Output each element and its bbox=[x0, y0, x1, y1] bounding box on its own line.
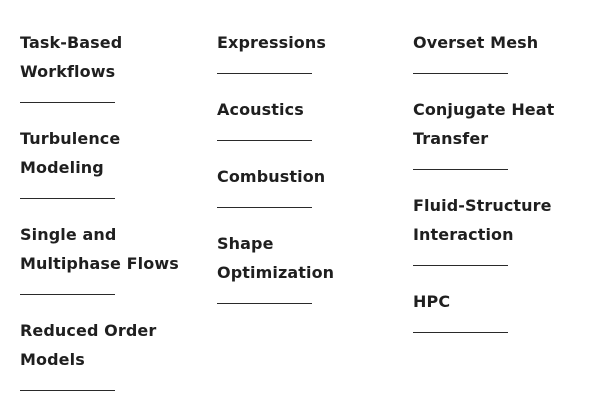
label-line: Models bbox=[20, 350, 85, 369]
label-line: Reduced Order bbox=[20, 321, 157, 340]
underline-rule bbox=[413, 332, 508, 333]
feature-link-turbulence-modeling[interactable]: Turbulence Modeling bbox=[20, 124, 210, 199]
feature-link-hpc[interactable]: HPC bbox=[413, 287, 600, 333]
feature-link-label: Conjugate Heat Transfer bbox=[413, 95, 600, 153]
feature-link-overset-mesh[interactable]: Overset Mesh bbox=[413, 28, 600, 74]
underline-rule bbox=[20, 198, 115, 199]
label-line: Single and bbox=[20, 225, 117, 244]
label-line: HPC bbox=[413, 292, 451, 311]
feature-link-conjugate-heat-transfer[interactable]: Conjugate Heat Transfer bbox=[413, 95, 600, 170]
label-line: Task-Based bbox=[20, 33, 123, 52]
feature-link-fluid-structure-interaction[interactable]: Fluid-Structure Interaction bbox=[413, 191, 600, 266]
feature-link-label: Single and Multiphase Flows bbox=[20, 220, 210, 278]
feature-link-label: Combustion bbox=[217, 162, 407, 191]
label-line: Workflows bbox=[20, 62, 116, 81]
feature-link-acoustics[interactable]: Acoustics bbox=[217, 95, 407, 141]
label-line: Modeling bbox=[20, 158, 104, 177]
label-line: Acoustics bbox=[217, 100, 304, 119]
underline-rule bbox=[217, 207, 312, 208]
label-line: Turbulence bbox=[20, 129, 121, 148]
feature-link-expressions[interactable]: Expressions bbox=[217, 28, 407, 74]
underline-rule bbox=[20, 390, 115, 391]
feature-link-reduced-order-models[interactable]: Reduced Order Models bbox=[20, 316, 210, 391]
feature-link-shape-optimization[interactable]: Shape Optimization bbox=[217, 229, 407, 304]
underline-rule bbox=[217, 303, 312, 304]
underline-rule bbox=[413, 265, 508, 266]
feature-column-2: Expressions Acoustics Combustion Shape O… bbox=[217, 28, 407, 325]
feature-link-label: Overset Mesh bbox=[413, 28, 600, 57]
feature-link-label: Expressions bbox=[217, 28, 407, 57]
label-line: Combustion bbox=[217, 167, 326, 186]
feature-link-label: Acoustics bbox=[217, 95, 407, 124]
feature-link-label: Fluid-Structure Interaction bbox=[413, 191, 600, 249]
feature-link-single-and-multiphase-flows[interactable]: Single and Multiphase Flows bbox=[20, 220, 210, 295]
feature-link-label: Shape Optimization bbox=[217, 229, 407, 287]
label-line: Optimization bbox=[217, 263, 335, 282]
feature-link-label: Task-Based Workflows bbox=[20, 28, 210, 86]
underline-rule bbox=[413, 169, 508, 170]
feature-link-combustion[interactable]: Combustion bbox=[217, 162, 407, 208]
label-line: Fluid-Structure bbox=[413, 196, 552, 215]
feature-link-label: HPC bbox=[413, 287, 600, 316]
label-line: Conjugate Heat bbox=[413, 100, 555, 119]
label-line: Shape bbox=[217, 234, 274, 253]
label-line: Overset Mesh bbox=[413, 33, 539, 52]
underline-rule bbox=[20, 102, 115, 103]
label-line: Transfer bbox=[413, 129, 489, 148]
underline-rule bbox=[217, 73, 312, 74]
underline-rule bbox=[413, 73, 508, 74]
feature-link-label: Reduced Order Models bbox=[20, 316, 210, 374]
feature-link-task-based-workflows[interactable]: Task-Based Workflows bbox=[20, 28, 210, 103]
label-line: Multiphase Flows bbox=[20, 254, 179, 273]
feature-link-label: Turbulence Modeling bbox=[20, 124, 210, 182]
underline-rule bbox=[217, 140, 312, 141]
label-line: Interaction bbox=[413, 225, 514, 244]
feature-column-3: Overset Mesh Conjugate Heat Transfer Flu… bbox=[413, 28, 600, 354]
label-line: Expressions bbox=[217, 33, 326, 52]
feature-column-1: Task-Based Workflows Turbulence Modeling… bbox=[20, 28, 210, 412]
underline-rule bbox=[20, 294, 115, 295]
